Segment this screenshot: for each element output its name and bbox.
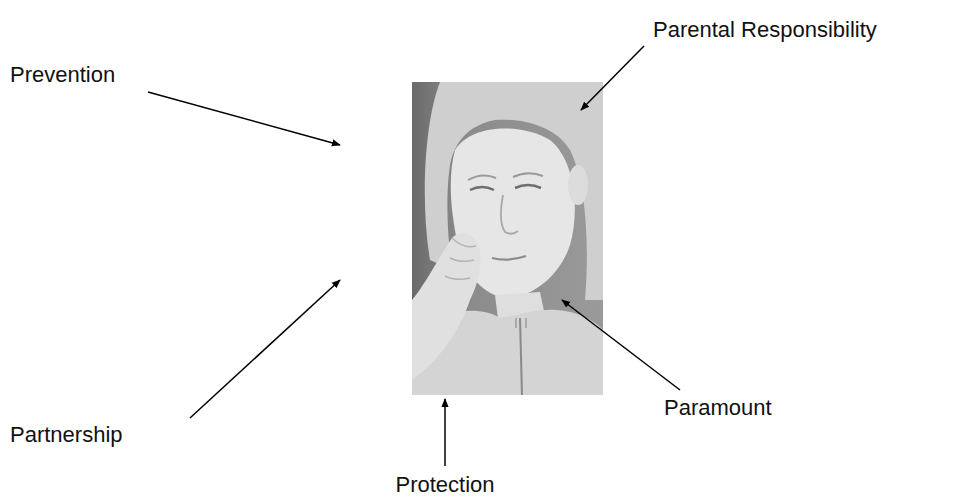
label-text: Paramount [664,395,772,421]
leader-line [444,399,446,466]
leader-line [148,92,340,145]
leader-line [562,300,680,390]
label-text: Parental Responsibility [653,17,877,43]
girl-photo [412,82,603,395]
label-text: Protection [395,472,494,498]
leader-line [190,280,340,418]
leader-line [581,46,644,110]
label-text: Partnership [10,422,123,448]
leader-lines [148,46,680,466]
label-text: Prevention [10,62,115,88]
